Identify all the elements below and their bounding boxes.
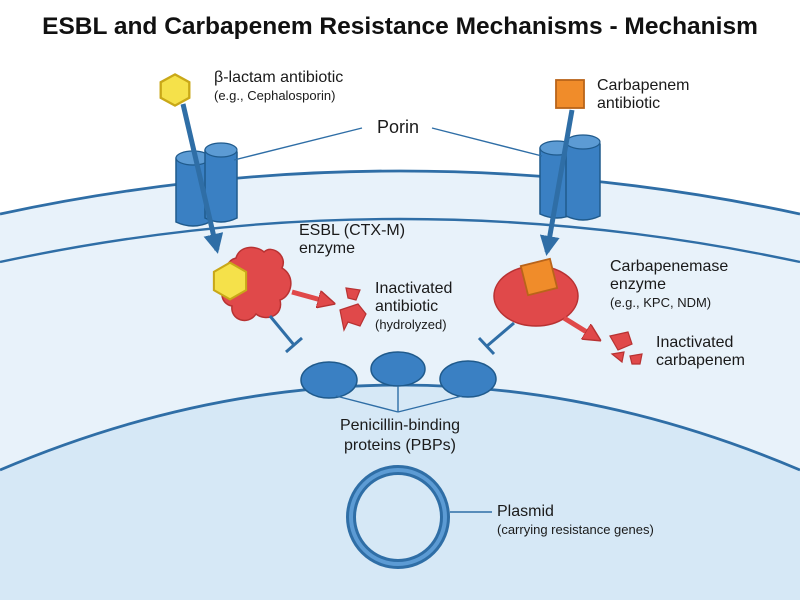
inactivated-carbapenem-label-line2: carbapenem [656,352,745,369]
right-porin [539,134,601,221]
carbapenemase-hydrolysis-arrow [562,315,598,339]
pbp-leader-lines [335,386,463,413]
hydrolyzed-fragment-1 [345,287,361,301]
inactivated-antibiotic-label-line1: Inactivated [375,280,452,297]
carbapenem-fragment-2 [610,351,625,364]
esbl-label-line1: ESBL (CTX-M) [299,222,405,239]
carbapenem-fragment-1 [609,331,633,351]
esbl-hydrolysis-arrow [291,289,332,303]
outer-membrane-outer-line [0,169,800,216]
beta-lactam-label: β-lactam antibiotic [214,69,343,86]
porin-leader-right [431,127,543,157]
carbapenemase-inhibition-line [477,321,515,356]
inactivated-carbapenem-label-line1: Inactivated [656,334,733,351]
inactivated-antibiotic-label-line3: (hydrolyzed) [375,317,447,332]
carbapenemase-label-line1: Carbapenemase [610,258,728,275]
carbapenem-entry-arrow [539,109,575,256]
pbp-label-line2: proteins (PBPs) [344,437,456,454]
carbapenemase-label-line3: (e.g., KPC, NDM) [610,295,711,310]
cytoplasm-region [0,385,800,600]
pbp-ellipse-right [439,360,497,398]
outer-membrane-inner-line [0,217,800,264]
carbapenem-bound-square-icon [519,257,559,297]
hydrolyzed-fragment-2 [339,303,367,332]
carbapenem-fragment-3 [629,353,643,365]
inactivated-antibiotic-label-line2: antibiotic [375,298,438,315]
plasmid-label-line2: (carrying resistance genes) [497,522,654,537]
pbp-ellipse-left [300,361,358,399]
porin-leader-left [233,127,363,161]
carbapenemase-label-line2: enzyme [610,276,666,293]
beta-lactam-hexagon-icon [159,73,191,107]
esbl-inhibition-line [268,315,303,354]
porin-label: Porin [377,117,419,137]
carbapenem-square-icon [555,79,585,109]
pbp-label-line1: Penicillin-binding [340,417,460,434]
carbapenem-label-line2: antibiotic [597,95,660,112]
carbapenem-label-line1: Carbapenem [597,77,690,94]
pbp-ellipse-center [370,351,426,387]
diagram-title: ESBL and Carbapenem Resistance Mechanism… [42,13,758,40]
plasmid-ring-highlight [349,468,447,566]
plasmid-label-line1: Plasmid [497,503,554,520]
beta-lactam-entry-arrow [180,103,224,254]
beta-lactam-example-label: (e.g., Cephalosporin) [214,88,335,103]
beta-lactam-bound-hexagon-icon [212,261,248,301]
esbl-label-line2: enzyme [299,240,355,257]
left-porin [175,142,238,227]
